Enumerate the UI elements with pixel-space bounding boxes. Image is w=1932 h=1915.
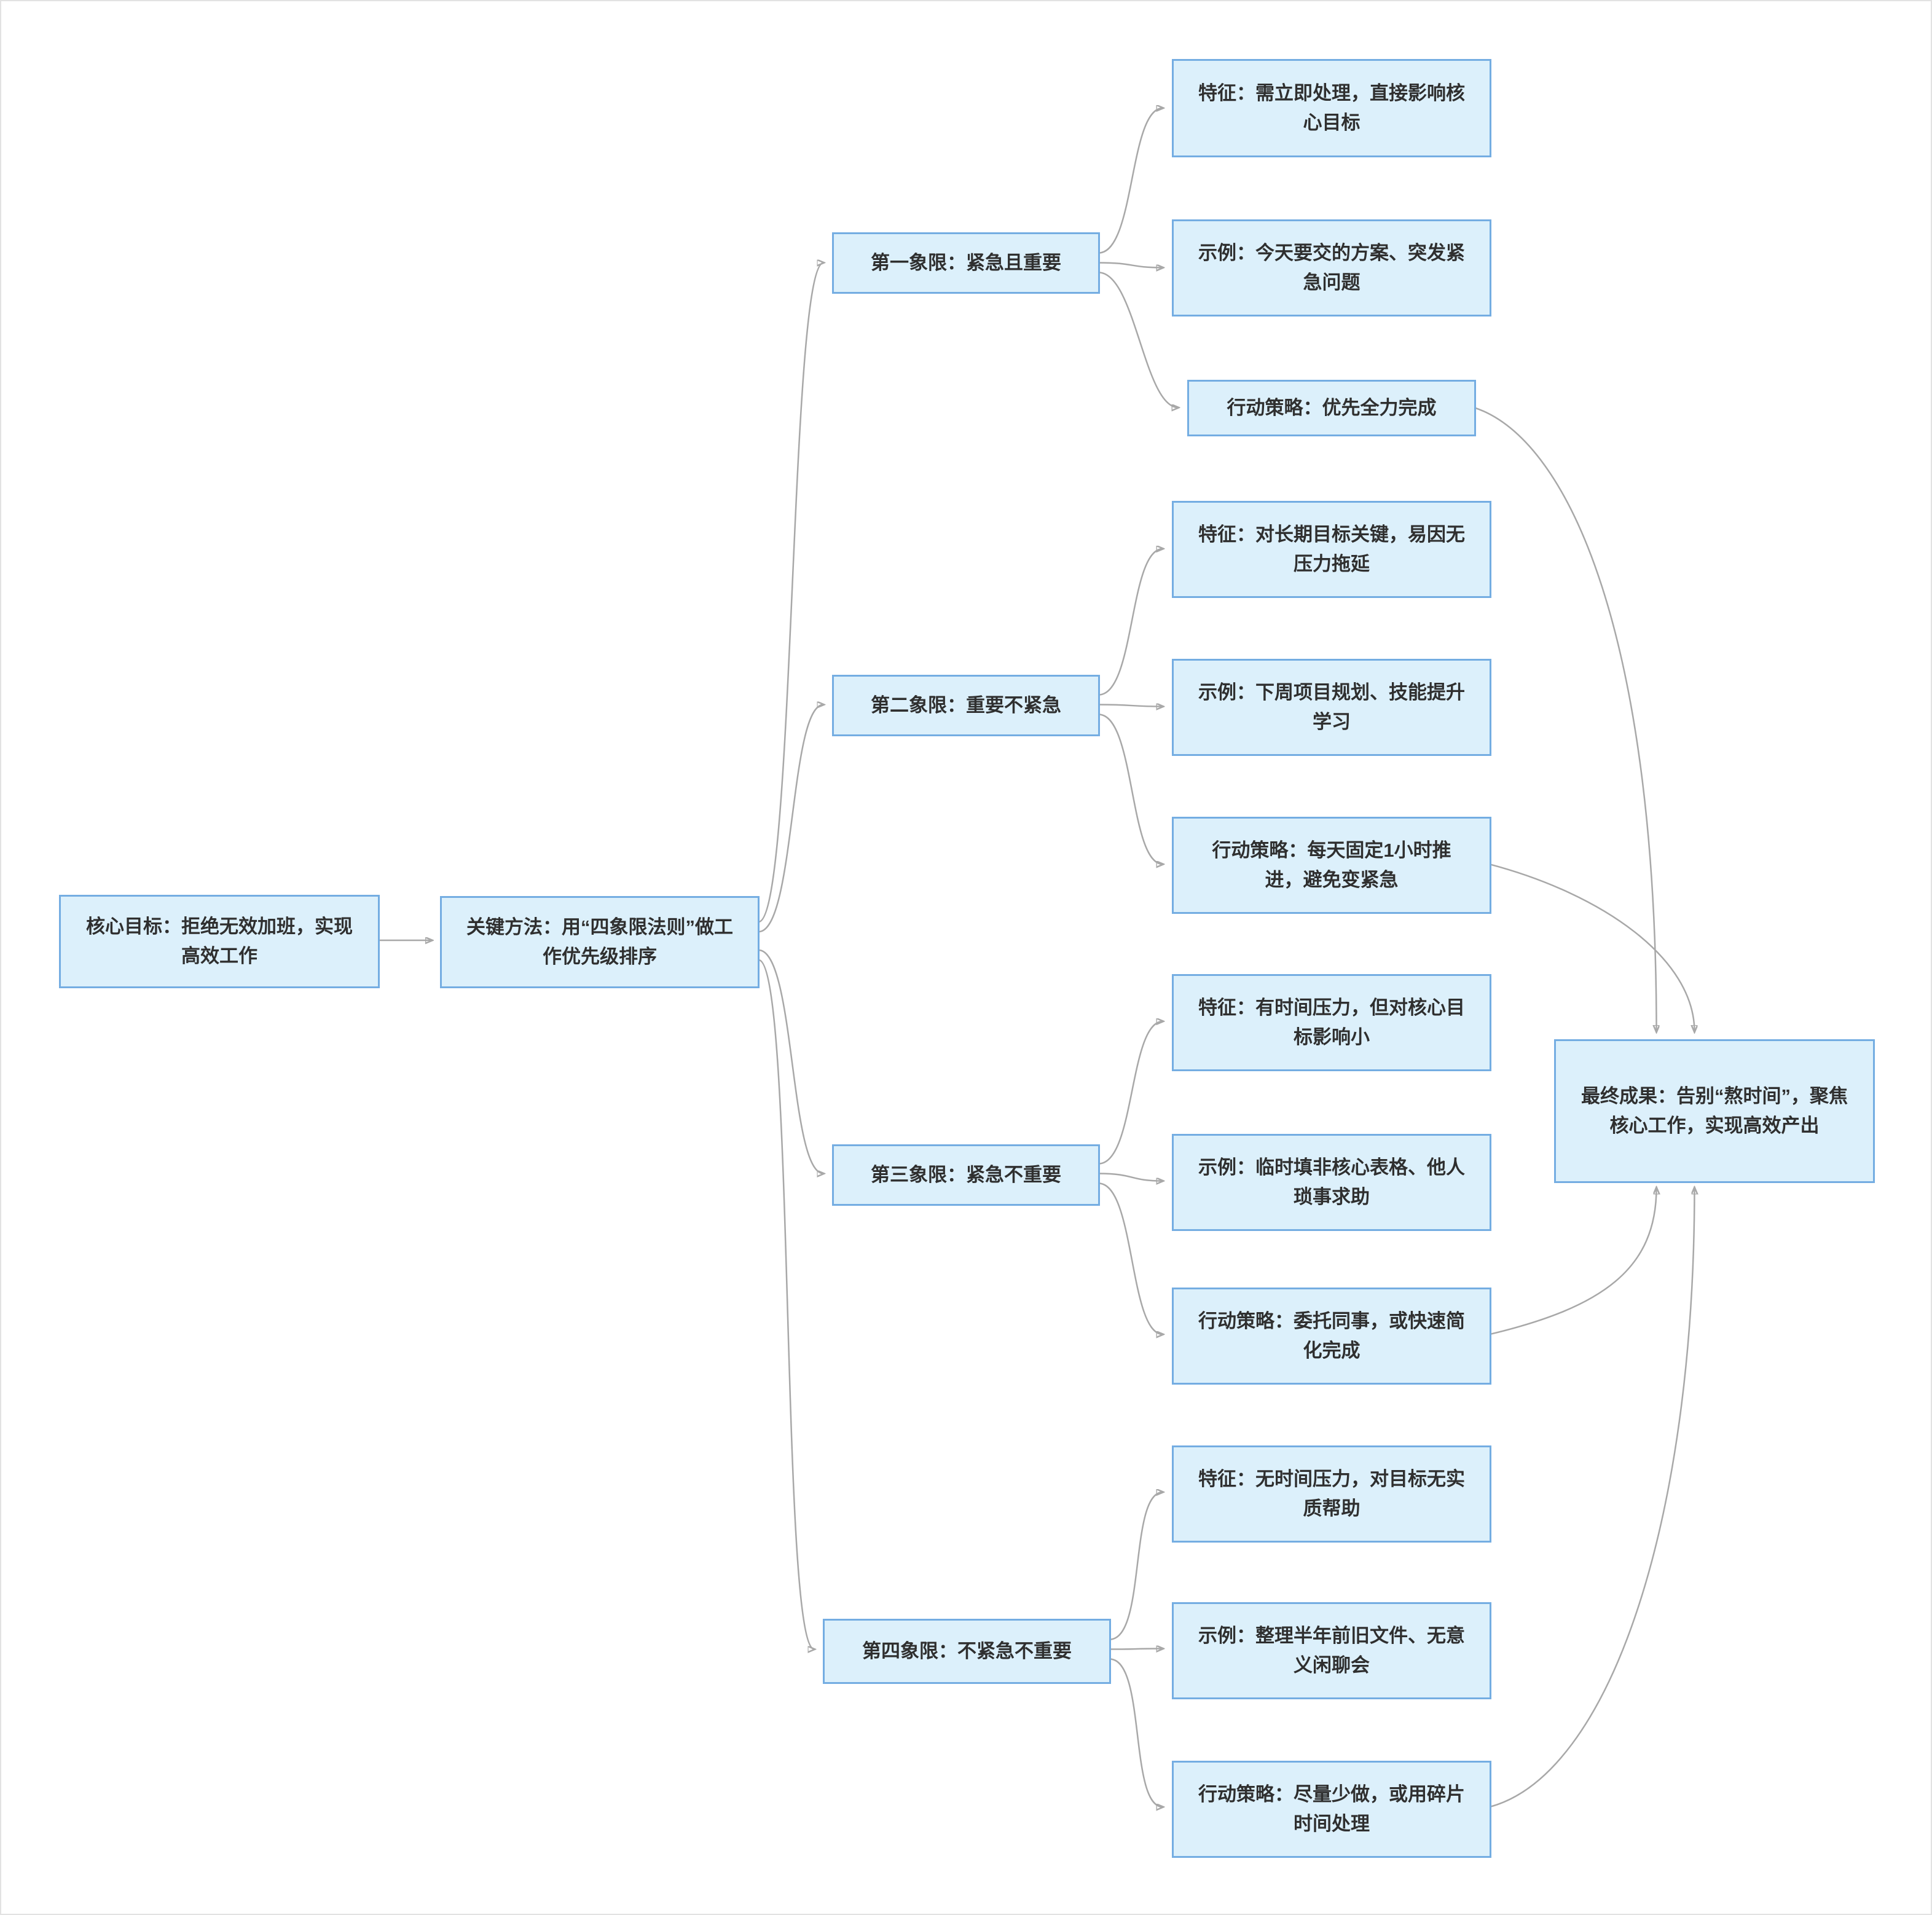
node-q3-example: 示例：临时填非核心表格、他人琐事求助 (1172, 1134, 1491, 1231)
node-q3-feature: 特征：有时间压力，但对核心目标影响小 (1172, 974, 1491, 1071)
edge-q4-example (1109, 1649, 1163, 1650)
node-q3-action: 行动策略：委托同事，或快速简化完成 (1172, 1288, 1491, 1385)
edge-method-q1 (758, 262, 823, 923)
node-q4-example: 示例：整理半年前旧文件、无意义闲聊会 (1172, 1602, 1491, 1699)
edge-method-q4 (758, 959, 814, 1650)
node-key-method: 关键方法：用“四象限法则”做工作优先级排序 (440, 896, 760, 988)
edge-q1-feature (1098, 108, 1163, 254)
node-q1-action: 行动策略：优先全力完成 (1187, 380, 1476, 436)
edge-q2-feature (1098, 549, 1163, 696)
node-q2-example: 示例：下周项目规划、技能提升学习 (1172, 659, 1491, 756)
edge-q1-action (1098, 272, 1179, 407)
edge-q3-feature (1098, 1021, 1163, 1165)
node-q1-feature: 特征：需立即处理，直接影响核心目标 (1172, 59, 1491, 157)
edge-q1-example (1098, 262, 1163, 267)
node-q2-action: 行动策略：每天固定1小时推进，避免变紧急 (1172, 817, 1491, 914)
edge-q4-action (1109, 1658, 1163, 1807)
node-final-result: 最终成果：告别“熬时间”，聚焦核心工作，实现高效产出 (1554, 1039, 1875, 1183)
node-q1-example: 示例：今天要交的方案、突发紧急问题 (1172, 219, 1491, 317)
edge-q2action-result (1489, 863, 1695, 1032)
edge-q4action-result (1489, 1188, 1695, 1808)
node-core-goal: 核心目标：拒绝无效加班，实现高效工作 (59, 895, 380, 988)
edge-q1action-result (1474, 406, 1657, 1032)
edge-q4-feature (1109, 1492, 1163, 1640)
edge-q3action-result (1489, 1188, 1657, 1335)
edge-q2-action (1098, 714, 1163, 865)
node-quadrant-4: 第四象限：不紧急不重要 (823, 1619, 1111, 1684)
node-quadrant-1: 第一象限：紧急且重要 (832, 232, 1100, 294)
node-q4-action: 行动策略：尽量少做，或用碎片时间处理 (1172, 1761, 1491, 1858)
edge-method-q3 (758, 949, 823, 1174)
node-q4-feature: 特征：无时间压力，对目标无实质帮助 (1172, 1445, 1491, 1543)
edge-q2-example (1098, 705, 1163, 707)
edge-q3-example (1098, 1173, 1163, 1181)
edge-q3-action (1098, 1182, 1163, 1335)
edge-method-q2 (758, 705, 823, 933)
node-quadrant-3: 第三象限：紧急不重要 (832, 1144, 1100, 1206)
node-q2-feature: 特征：对长期目标关键，易因无压力拖延 (1172, 501, 1491, 598)
node-quadrant-2: 第二象限：重要不紧急 (832, 675, 1100, 736)
